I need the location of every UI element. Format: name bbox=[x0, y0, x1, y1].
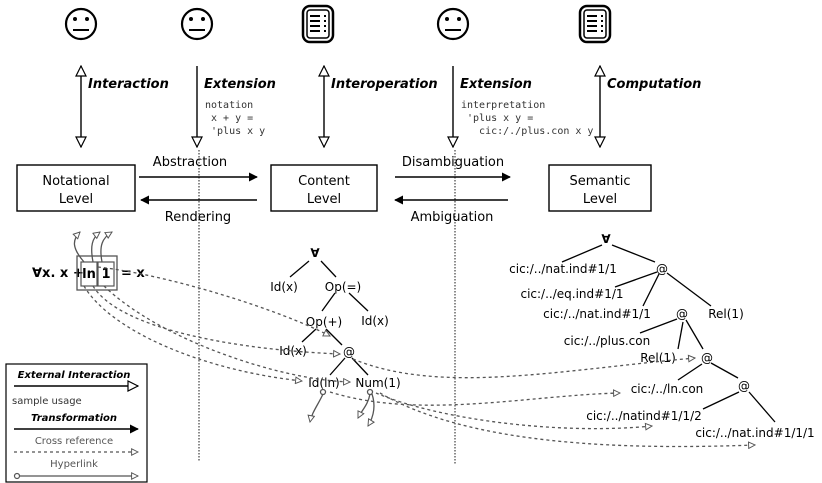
tree-node: @ bbox=[701, 351, 713, 365]
tree-node: cic:/../nat.ind#1/1 bbox=[509, 262, 617, 276]
notational-level-box: Notational Level bbox=[16, 164, 136, 212]
notational-expression: ∀x. x + ln 1 = x bbox=[32, 255, 145, 291]
tree-node: @ bbox=[343, 345, 355, 359]
tree-node: cic:/../nat.ind#1/1 bbox=[543, 307, 651, 321]
legend-sample-usage: sample usage bbox=[12, 396, 82, 407]
computation-label: Computation bbox=[607, 77, 701, 92]
tree-node: Id(x) bbox=[270, 280, 298, 294]
legend-cross-reference: Cross reference bbox=[35, 436, 113, 447]
tree-node: Op(=) bbox=[325, 280, 361, 294]
tree-node: Id(x) bbox=[361, 314, 389, 328]
legend: External Interaction sample usage Transf… bbox=[5, 363, 148, 483]
svg-text:Level: Level bbox=[307, 192, 341, 207]
document-icon bbox=[578, 4, 612, 44]
semantic-tree: ∀ cic:/../nat.ind#1/1 @ cic:/../eq.ind#1… bbox=[509, 232, 815, 440]
abstraction-label: Abstraction bbox=[153, 155, 227, 170]
ambiguation-label: Ambiguation bbox=[411, 210, 494, 225]
tree-node: cic:/../eq.ind#1/1 bbox=[520, 287, 623, 301]
interpretation-note-line: cic:/./plus.con x y bbox=[461, 126, 593, 137]
svg-text:Semantic: Semantic bbox=[570, 174, 631, 189]
rendering-label: Rendering bbox=[165, 210, 231, 225]
user-face-icon bbox=[64, 7, 98, 41]
tree-node: @ bbox=[676, 307, 688, 321]
notation-note-line: notation bbox=[205, 100, 253, 111]
tree-node: Num(1) bbox=[355, 376, 400, 390]
hyperlink-loops bbox=[74, 232, 112, 263]
tree-node: cic:/../plus.con bbox=[564, 334, 650, 348]
interaction-label: Interaction bbox=[88, 77, 169, 92]
notation-note-line: 'plus x y bbox=[205, 126, 265, 137]
user-face-icon bbox=[180, 7, 214, 41]
svg-text:ln: ln bbox=[82, 267, 96, 282]
svg-text:Notational: Notational bbox=[42, 174, 109, 189]
user-face-icon bbox=[436, 7, 470, 41]
svg-text:Content: Content bbox=[298, 174, 350, 189]
legend-external-interaction: External Interaction bbox=[18, 370, 131, 381]
tree-node: Rel(1) bbox=[640, 351, 676, 365]
svg-text:= x: = x bbox=[121, 266, 145, 281]
tree-node: @ bbox=[656, 262, 668, 276]
svg-text:Level: Level bbox=[583, 192, 617, 207]
tree-node: Id(x) bbox=[279, 344, 307, 358]
legend-hyperlink: Hyperlink bbox=[50, 459, 98, 470]
interoperation-label: Interoperation bbox=[331, 77, 438, 92]
content-tree: ∀ Id(x) Op(=) Op(+) Id(x) Id(x) @ Id(ln)… bbox=[270, 246, 400, 390]
content-level-box: Content Level bbox=[270, 164, 378, 212]
tree-node: cic:/../natind#1/1/2 bbox=[586, 409, 702, 423]
tree-node: @ bbox=[738, 379, 750, 393]
tree-node: ∀ bbox=[601, 232, 611, 246]
extension-label: Extension bbox=[460, 77, 532, 92]
hyperlink-loops bbox=[310, 388, 374, 427]
content-tree-edges bbox=[289, 260, 369, 376]
semantic-tree-edges bbox=[561, 244, 776, 423]
extension-label: Extension bbox=[204, 77, 276, 92]
svg-text:∀x. x +: ∀x. x + bbox=[32, 266, 84, 281]
svg-text:Level: Level bbox=[59, 192, 93, 207]
svg-text:1: 1 bbox=[101, 267, 110, 282]
semantic-level-box: Semantic Level bbox=[548, 164, 652, 212]
tree-node: ∀ bbox=[310, 246, 320, 260]
tree-node: cic:/../nat.ind#1/1/1 bbox=[695, 426, 814, 440]
document-icon bbox=[301, 4, 335, 44]
disambiguation-label: Disambiguation bbox=[402, 155, 504, 170]
legend-transformation: Transformation bbox=[31, 413, 117, 424]
interpretation-note-line: 'plus x y = bbox=[461, 113, 533, 124]
tree-node: Id(ln) bbox=[308, 376, 339, 390]
tree-node: Op(+) bbox=[306, 315, 342, 329]
notation-note-line: x + y = bbox=[205, 113, 253, 124]
interpretation-note-line: interpretation bbox=[461, 100, 545, 111]
cross-reference-arrows bbox=[83, 266, 755, 447]
tree-node: Rel(1) bbox=[708, 307, 744, 321]
tree-node: cic:/../ln.con bbox=[631, 382, 704, 396]
